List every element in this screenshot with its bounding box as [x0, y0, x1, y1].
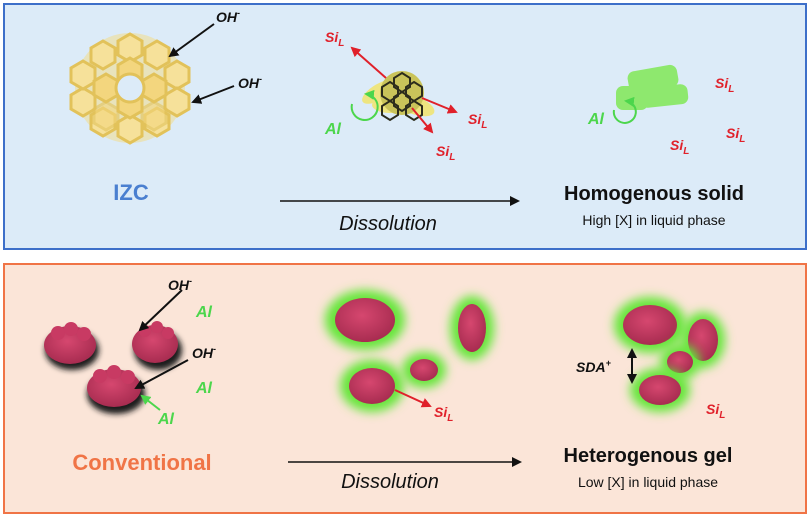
heterogenous-gel-subtitle: Low [X] in liquid phase — [578, 474, 718, 490]
sda-label: SDA+ — [576, 358, 612, 375]
dissolving-particles-icon — [325, 290, 494, 412]
homogenous-solid-icon — [616, 64, 689, 110]
si-arrow-2 — [421, 97, 458, 114]
homogenous-solid-subtitle: High [X] in liquid phase — [582, 212, 725, 228]
al-label-3: Al — [195, 304, 213, 321]
dissolution-label-top: Dissolution — [339, 213, 437, 235]
oh-label-1: OH- — [216, 8, 240, 25]
oh-arrow-2 — [191, 85, 235, 104]
al-cycle-arrow-2 — [612, 96, 637, 124]
si-arrow-1 — [350, 46, 387, 79]
si-label-7: SiL — [434, 404, 453, 424]
al-label-4: Al — [195, 380, 213, 397]
si-label-4: SiL — [715, 75, 734, 95]
oh-label-3: OH- — [168, 276, 192, 293]
si-arrow-4 — [394, 389, 432, 408]
oh-label-4: OH- — [192, 344, 216, 361]
si-label-1: SiL — [325, 29, 344, 49]
heterogenous-gel-title: Heterogenous gel — [564, 445, 733, 467]
al-cycle-arrow — [350, 89, 379, 121]
si-label-5: SiL — [726, 125, 745, 145]
oh-arrow-3 — [138, 289, 183, 332]
oh-arrow-1 — [168, 23, 215, 58]
oh-label-2: OH- — [238, 74, 262, 91]
oh-arrow-4 — [134, 359, 189, 389]
si-label-6: SiL — [670, 137, 689, 157]
si-arrow-3 — [411, 107, 434, 134]
al-label-2: Al — [587, 111, 605, 128]
si-label-3: SiL — [436, 143, 455, 163]
heterogenous-gel-icon — [614, 297, 725, 412]
zeolite-structure-icon — [69, 32, 191, 145]
homogenous-solid-title: Homogenous solid — [564, 183, 744, 205]
al-label-5: Al — [157, 411, 175, 428]
dissolving-zeolite-icon — [362, 71, 435, 122]
si-label-2: SiL — [468, 111, 487, 131]
al-label: Al — [324, 121, 342, 138]
si-label-8: SiL — [706, 401, 725, 421]
al-arrow — [140, 394, 161, 411]
conventional-label: Conventional — [72, 450, 211, 475]
izc-label: IZC — [113, 180, 149, 205]
conventional-particles-icon — [44, 321, 182, 414]
dissolution-label-bottom: Dissolution — [341, 471, 439, 493]
